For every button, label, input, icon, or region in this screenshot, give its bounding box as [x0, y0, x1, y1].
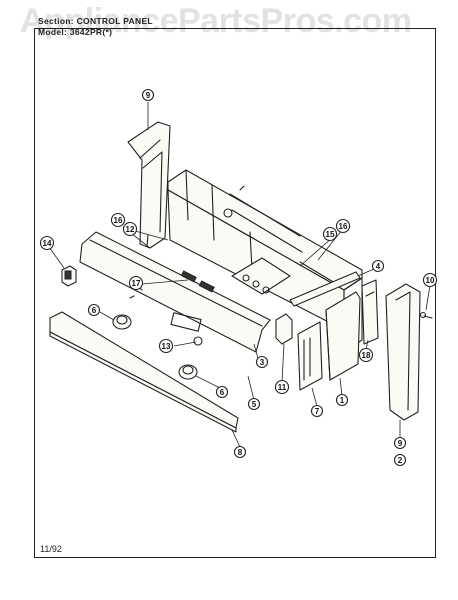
callout-circle	[39, 235, 55, 251]
callout-circle	[371, 259, 385, 273]
callout-label: 9	[398, 439, 403, 448]
part-end-cap-left	[127, 121, 171, 249]
callout-circle	[141, 88, 155, 102]
callout-circle	[233, 445, 247, 459]
callout-circle	[358, 347, 374, 363]
callout-c9b: 9	[393, 436, 407, 450]
model-label: Model: 3642PR(*)	[38, 27, 113, 37]
part-clip	[275, 313, 293, 345]
callout-label: 12	[126, 225, 135, 234]
callout-c6b: 6	[215, 385, 229, 399]
callout-circle	[255, 355, 269, 369]
callout-label: 8	[238, 448, 243, 457]
callout-circle	[110, 212, 126, 228]
callout-label: 6	[92, 306, 97, 315]
callout-circle	[128, 275, 144, 291]
part-side-frame	[325, 291, 361, 381]
callout-circle	[322, 226, 338, 242]
part-brace	[289, 271, 361, 307]
callout-label: 16	[114, 216, 123, 225]
callout-c11: 11	[274, 379, 290, 395]
callout-circle	[335, 218, 351, 234]
callout-label: 7	[315, 407, 320, 416]
callout-label: 18	[362, 351, 371, 360]
part-control-panel	[79, 231, 271, 353]
callout-label: 6	[220, 388, 225, 397]
callout-label: 10	[426, 276, 435, 285]
callout-c9a: 9	[141, 88, 155, 102]
callout-label: 4	[376, 262, 381, 271]
callout-circle	[274, 379, 290, 395]
diagram-frame	[34, 28, 436, 558]
watermark-text: AppliancePartsPros.com	[20, 2, 412, 40]
callout-c14: 14	[39, 235, 55, 251]
callout-c4: 4	[371, 259, 385, 273]
part-switch-bracket	[231, 257, 291, 295]
callout-circle	[122, 221, 138, 237]
part-bracket-right	[361, 279, 379, 345]
callout-c15: 15	[322, 226, 338, 242]
callout-label: 11	[278, 383, 287, 392]
callout-c1: 1	[335, 393, 349, 407]
callout-circle	[87, 303, 101, 317]
callout-c2: 2	[393, 453, 407, 467]
callout-circle	[422, 272, 438, 288]
callout-circle	[393, 453, 407, 467]
callout-c16a: 16	[110, 212, 126, 228]
callout-label: 2	[398, 456, 403, 465]
callout-circle	[158, 338, 174, 354]
callout-label: 16	[339, 222, 348, 231]
callout-label: 3	[260, 358, 265, 367]
callout-circle	[215, 385, 229, 399]
callout-label: 5	[252, 400, 257, 409]
callout-c13: 13	[158, 338, 174, 354]
section-label: Section: CONTROL PANEL	[38, 16, 153, 26]
part-knob-lower	[178, 364, 198, 380]
callout-circle	[335, 393, 349, 407]
callout-circle	[247, 397, 261, 411]
callout-label: 1	[340, 396, 345, 405]
part-end-cap-right	[385, 283, 421, 421]
date-code: 11/92	[40, 544, 62, 554]
callout-c3: 3	[255, 355, 269, 369]
callout-circle	[310, 404, 324, 418]
callout-label: 14	[43, 239, 52, 248]
part-clock-knob	[193, 336, 203, 346]
callout-c5: 5	[247, 397, 261, 411]
callout-c7: 7	[310, 404, 324, 418]
callout-c6a: 6	[87, 303, 101, 317]
part-knob-upper	[112, 314, 132, 330]
callout-c18: 18	[358, 347, 374, 363]
callout-label: 17	[132, 279, 141, 288]
callout-c12: 12	[122, 221, 138, 237]
callout-label: 13	[162, 342, 171, 351]
callout-label: 9	[146, 91, 151, 100]
callout-c17: 17	[128, 275, 144, 291]
callout-c8a: 8	[233, 445, 247, 459]
callout-c10: 10	[422, 272, 438, 288]
part-side-bracket	[297, 321, 323, 391]
part-lower-trim	[49, 311, 239, 433]
callout-c16b: 16	[335, 218, 351, 234]
callout-label: 15	[326, 230, 335, 239]
callout-circle	[393, 436, 407, 450]
part-switch	[61, 265, 77, 287]
part-screw	[419, 311, 433, 319]
